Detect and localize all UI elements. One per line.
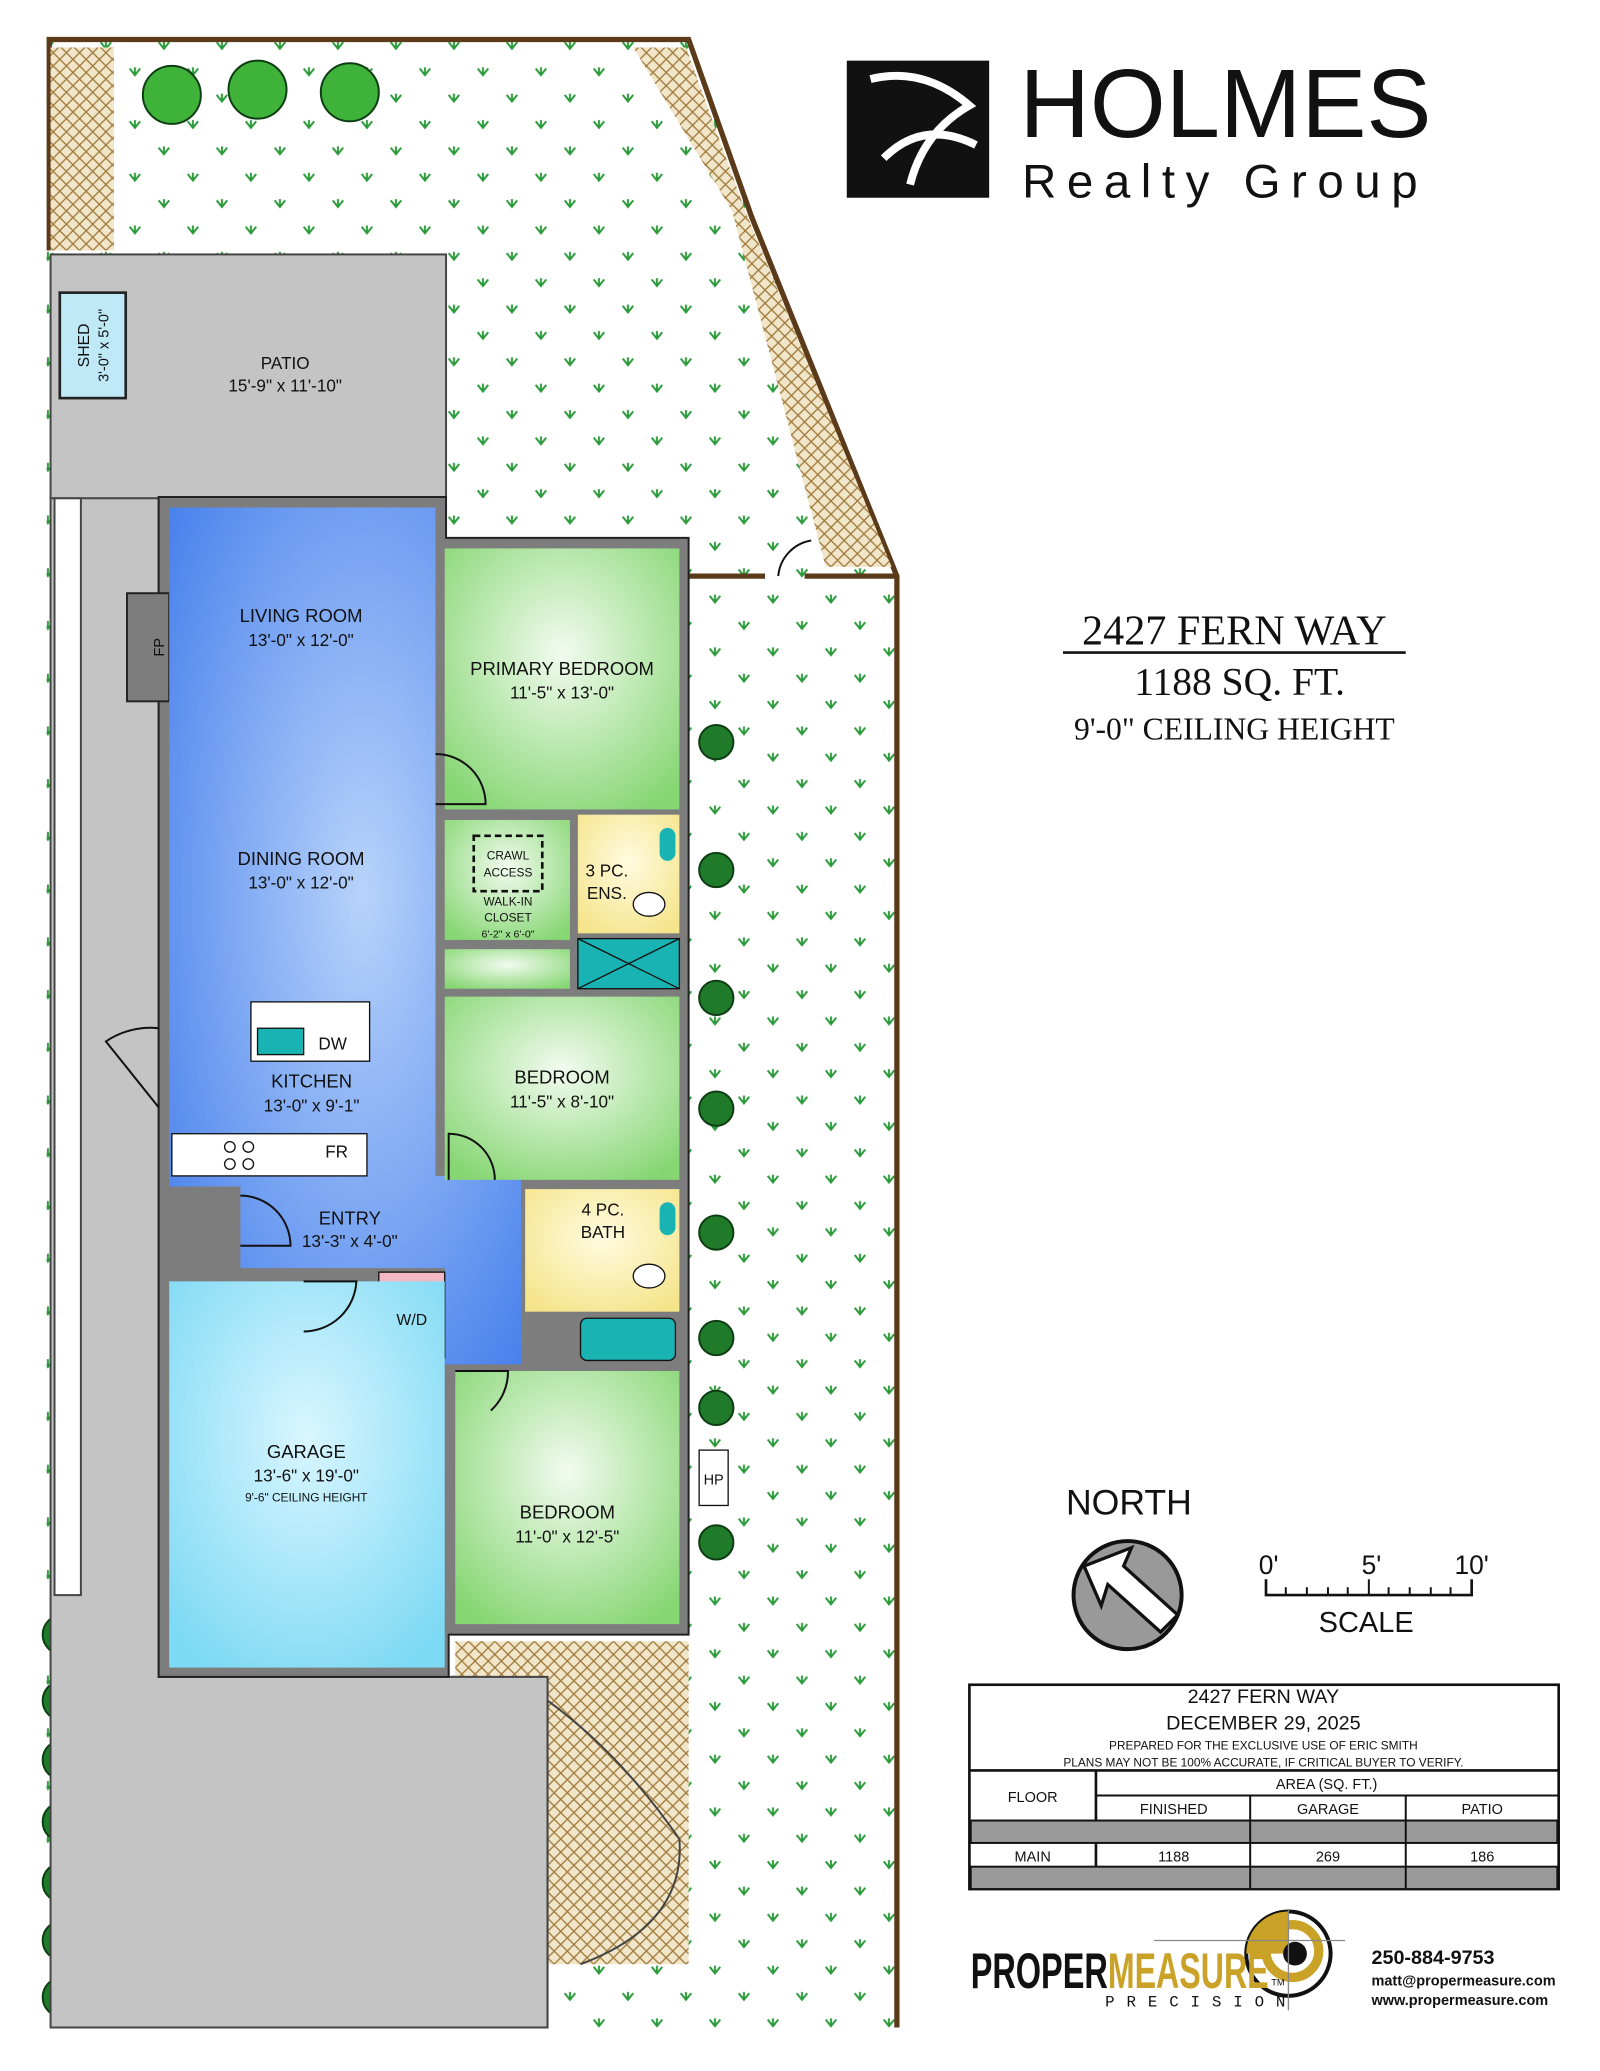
- garage-label: GARAGE: [267, 1441, 346, 1462]
- row-finished: 1188: [1158, 1849, 1189, 1865]
- closet-dim: 6'-2" x 6'-0": [481, 928, 534, 940]
- logo-tm: TM: [1271, 1977, 1284, 1987]
- propermeasure-logo: PROPER MEASURE TM PRECISION: [971, 1908, 1346, 2011]
- north-label: NORTH: [1066, 1483, 1192, 1523]
- patio-label: PATIO: [261, 353, 310, 373]
- column-header: PATIO: [1462, 1802, 1503, 1818]
- bedroom-2: [444, 996, 680, 1180]
- room-labels: LIVING ROOM 13'-0" x 12'-0" DINING ROOM …: [152, 605, 724, 1546]
- counter-stove: [171, 1133, 368, 1177]
- living-room-label: LIVING ROOM: [240, 605, 363, 626]
- table-address: 2427 FERN WAY: [1188, 1686, 1340, 1708]
- bath-label: BATH: [581, 1222, 625, 1242]
- scale-tick-10: 10': [1454, 1550, 1488, 1580]
- scale-bar: 0' 5' 10' SCALE: [1259, 1550, 1489, 1639]
- closet-label: WALK-IN: [484, 895, 533, 909]
- property-address: 2427 FERN WAY: [1082, 608, 1387, 655]
- garage: [169, 1281, 445, 1668]
- entry-label: ENTRY: [319, 1208, 381, 1229]
- primary-bedroom-dim: 11'-5" x 13'-0": [510, 683, 614, 703]
- ensuite-label: ENS.: [587, 883, 627, 903]
- closet-label: CLOSET: [484, 910, 531, 924]
- fridge-label: FR: [325, 1141, 348, 1161]
- north-arrow-icon: [1071, 1539, 1184, 1652]
- heat-pump-label: HP: [704, 1472, 724, 1488]
- property-area: 1188 SQ. FT.: [1134, 660, 1345, 704]
- row-garage: 269: [1316, 1849, 1340, 1865]
- contact-phone: 250-884-9753: [1371, 1947, 1494, 1969]
- logo-tagline: PRECISION: [1105, 1993, 1297, 2011]
- logo-proper: PROPER: [971, 1943, 1108, 1999]
- holmes-logo: HOLMES Realty Group: [846, 49, 1431, 209]
- floor-header: FLOOR: [1008, 1790, 1058, 1806]
- tub: [579, 1317, 677, 1362]
- table-date: DECEMBER 29, 2025: [1166, 1713, 1360, 1735]
- garage-ceiling: 9'-6" CEILING HEIGHT: [245, 1491, 367, 1505]
- garage-dim: 13'-6" x 19'-0": [254, 1466, 359, 1486]
- shed-label: SHED: [76, 323, 93, 367]
- contact-website[interactable]: www.propermeasure.com: [1370, 1993, 1548, 2009]
- row-floor: MAIN: [1015, 1849, 1051, 1865]
- area-header: AREA (SQ. FT.): [1276, 1777, 1378, 1793]
- washer-dryer-label: W/D: [396, 1312, 427, 1329]
- bedroom-2-label: BEDROOM: [514, 1067, 609, 1088]
- house: [126, 495, 729, 1678]
- dining-room-label: DINING ROOM: [238, 848, 365, 869]
- contact-email[interactable]: matt@propermeasure.com: [1371, 1973, 1555, 1989]
- kitchen-dim: 13'-0" x 9'-1": [264, 1095, 360, 1115]
- garden-bed: [50, 47, 114, 251]
- bedroom-2-dim: 11'-5" x 8'-10": [510, 1091, 614, 1111]
- scale-label: SCALE: [1319, 1607, 1414, 1639]
- table-row: MAIN 1188 269 186: [1015, 1849, 1495, 1865]
- bath-label: 4 PC.: [581, 1199, 624, 1219]
- scale-tick-5: 5': [1362, 1550, 1382, 1580]
- bath: [525, 1189, 680, 1312]
- shed-dim: 3'-0" x 5'-0": [97, 309, 113, 382]
- garden-bed: [633, 47, 892, 567]
- column-header: GARAGE: [1297, 1802, 1359, 1818]
- living-room-dim: 13'-0" x 12'-0": [248, 630, 353, 650]
- crawl-label: ACCESS: [484, 866, 533, 880]
- ceiling-height: 9'-0" CEILING HEIGHT: [1074, 712, 1395, 747]
- entry-dim: 13'-3" x 4'-0": [302, 1231, 398, 1251]
- dining-room-dim: 13'-0" x 12'-0": [248, 873, 353, 893]
- table-prepared: PREPARED FOR THE EXCLUSIVE USE OF ERIC S…: [1109, 1738, 1418, 1752]
- primary-bedroom-label: PRIMARY BEDROOM: [470, 658, 654, 679]
- primary-bedroom: [444, 548, 680, 810]
- logo-measure: MEASURE: [1108, 1943, 1269, 1999]
- walk-in-closet: [444, 819, 570, 940]
- crawl-label: CRAWL: [487, 849, 530, 863]
- row-patio: 186: [1470, 1849, 1494, 1865]
- table-disclaimer: PLANS MAY NOT BE 100% ACCURATE, IF CRITI…: [1063, 1755, 1463, 1769]
- brand-sub: Realty Group: [1022, 156, 1428, 209]
- shed: [58, 291, 128, 400]
- crawl-access: [472, 834, 544, 893]
- fireplace-label: FP: [152, 638, 168, 657]
- column-header: FINISHED: [1140, 1802, 1208, 1818]
- scale-tick-0: 0': [1259, 1550, 1279, 1580]
- doors[interactable]: [104, 539, 812, 1412]
- dishwasher-label: DW: [318, 1033, 347, 1053]
- patio-dim: 15'-9" x 11'-10": [228, 376, 342, 396]
- bedroom-3-dim: 11'-0" x 12'-5": [515, 1526, 619, 1546]
- brand-name: HOLMES: [1019, 49, 1431, 158]
- kitchen-label: KITCHEN: [271, 1071, 352, 1092]
- info-table: 2427 FERN WAY DECEMBER 29, 2025 PREPARED…: [968, 1683, 1560, 1891]
- bedroom-3-label: BEDROOM: [520, 1502, 615, 1523]
- bedroom-3: [455, 1370, 680, 1625]
- heat-pump: [698, 1449, 729, 1507]
- ensuite-label: 3 PC.: [585, 861, 628, 881]
